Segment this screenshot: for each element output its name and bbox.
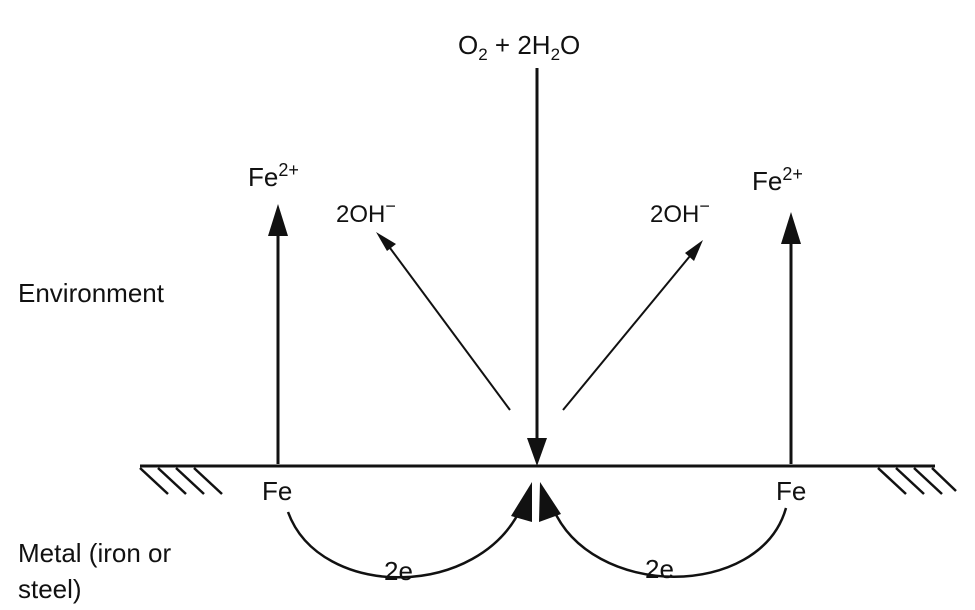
electron-flow-arrow-left bbox=[286, 482, 532, 579]
oxygen-symbol: O bbox=[458, 30, 478, 60]
hydroxide-label-right: 2OH− bbox=[650, 196, 710, 228]
fe-ion-arrow-left bbox=[268, 204, 288, 464]
oxygen-arrow bbox=[527, 68, 547, 466]
oxygen-subscript: 2 bbox=[478, 45, 487, 64]
fe-ion-arrow-right bbox=[781, 212, 801, 464]
metal-label-line1: Metal (iron or bbox=[18, 538, 171, 568]
electrons-label-right: 2e bbox=[645, 554, 674, 584]
water-oxygen: O bbox=[560, 30, 580, 60]
fe-label-left: Fe bbox=[262, 476, 292, 506]
hydroxide-arrow-right bbox=[562, 240, 703, 411]
hatching-left bbox=[139, 467, 223, 495]
electron-flow-arrow-right bbox=[539, 482, 788, 578]
hatching-right bbox=[877, 467, 957, 495]
environment-label: Environment bbox=[18, 278, 165, 308]
hydrogen-subscript: 2 bbox=[551, 45, 560, 64]
plus-water: + 2H bbox=[488, 30, 551, 60]
electrons-label-left: 2e bbox=[384, 556, 413, 586]
hydroxide-label-left: 2OH− bbox=[336, 196, 396, 228]
reactant-label: O2 + 2H2O bbox=[458, 30, 580, 64]
metal-label-line2: steel) bbox=[18, 574, 82, 604]
fe-ion-label-right: Fe2+ bbox=[752, 164, 803, 196]
fe-ion-label-left: Fe2+ bbox=[248, 160, 299, 192]
fe-label-right: Fe bbox=[776, 476, 806, 506]
hydroxide-arrow-left bbox=[376, 232, 511, 411]
